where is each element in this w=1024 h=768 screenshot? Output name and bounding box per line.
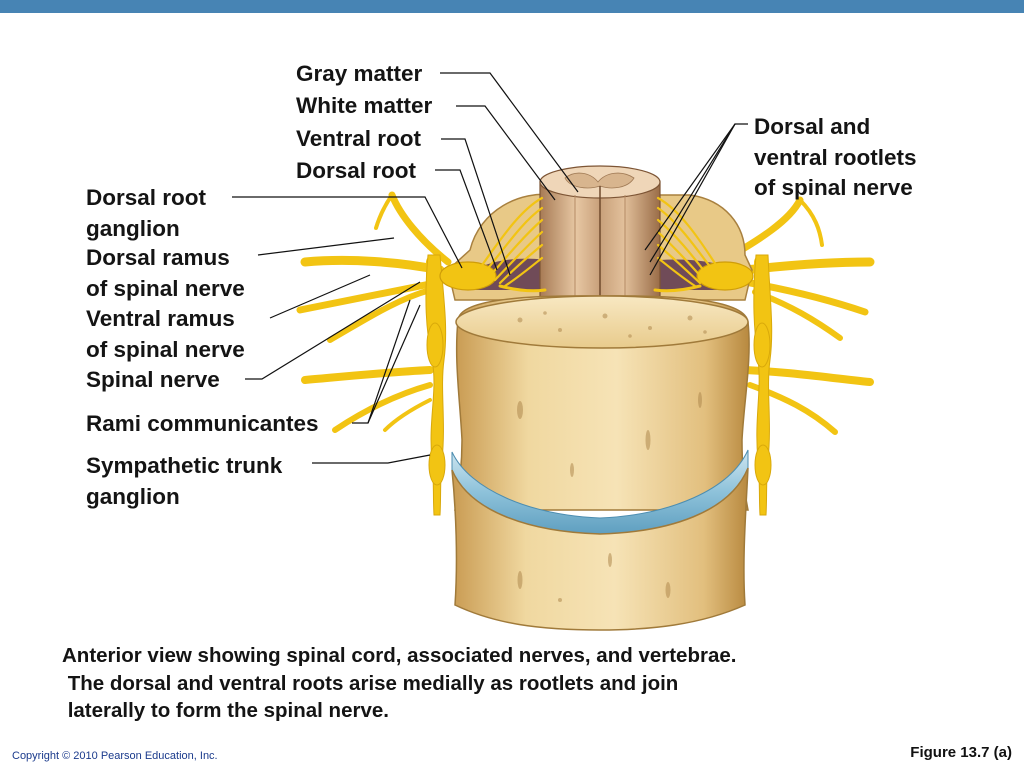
- label-line: ganglion: [86, 483, 180, 509]
- caption-line: laterally to form the spinal nerve.: [62, 699, 389, 722]
- label-line: of spinal nerve: [754, 175, 913, 200]
- figure-caption: Anterior view showing spinal cord, assoc…: [62, 642, 962, 725]
- label-dorsal-root-ganglion: Dorsal root ganglion: [86, 183, 206, 244]
- label-line: ganglion: [86, 215, 180, 241]
- label-line: Sympathetic trunk: [86, 453, 283, 478]
- top-accent-bar: [0, 0, 1024, 13]
- label-line: Dorsal ramus: [86, 245, 230, 270]
- label-line: of spinal nerve: [86, 275, 245, 301]
- label-spinal-nerve: Spinal nerve: [86, 367, 220, 392]
- sympathetic-trunk-left: [425, 254, 447, 516]
- left-nerve-branches: [296, 191, 452, 433]
- leader-lines: [232, 72, 748, 464]
- label-line: Dorsal root: [86, 185, 207, 210]
- label-white-matter: White matter: [296, 93, 433, 118]
- label-gray-matter: Gray matter: [296, 61, 423, 86]
- spinal-cord: [539, 165, 661, 301]
- caption-line: Anterior view showing spinal cord, assoc…: [62, 644, 737, 667]
- sympathetic-trunk-right: [753, 254, 773, 516]
- label-dorsal-ramus: Dorsal ramus of spinal nerve: [86, 243, 245, 304]
- rootlets: [478, 196, 720, 293]
- label-line: of spinal nerve: [86, 336, 245, 362]
- figure-number: Figure 13.7 (a): [910, 744, 1012, 761]
- caption-line: The dorsal and ventral roots arise media…: [62, 671, 679, 695]
- label-line: Dorsal and: [754, 114, 871, 139]
- label-dorsal-root: Dorsal root: [296, 158, 417, 183]
- label-line: ventral rootlets: [754, 144, 917, 170]
- label-ventral-root: Ventral root: [296, 126, 422, 151]
- label-ventral-ramus: Ventral ramus of spinal nerve: [86, 304, 245, 365]
- upper-vertebral-body: [454, 295, 750, 511]
- label-sympathetic-trunk-ganglion: Sympathetic trunk ganglion: [86, 451, 282, 512]
- copyright-notice: Copyright © 2010 Pearson Education, Inc.: [12, 750, 218, 762]
- label-rootlets: Dorsal and ventral rootlets of spinal ne…: [754, 112, 917, 204]
- label-line: Ventral ramus: [86, 306, 235, 331]
- lower-vertebral-body: [451, 467, 749, 631]
- label-rami-communicantes: Rami communicantes: [86, 411, 319, 436]
